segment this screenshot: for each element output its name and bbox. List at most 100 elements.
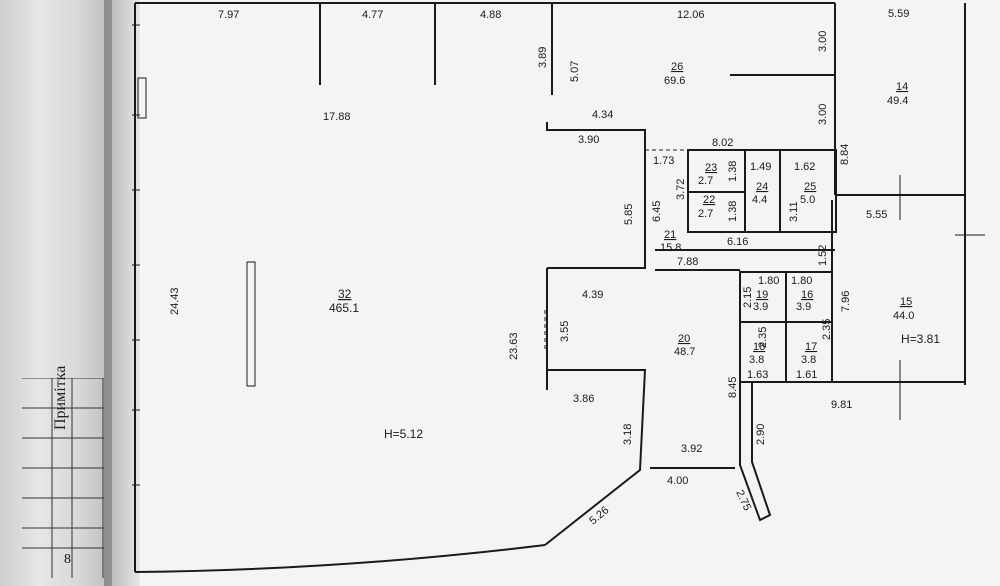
dim-3-55: 3.55 xyxy=(559,321,571,342)
room-17: 17 3.8 xyxy=(801,341,817,366)
room-area: 4.4 xyxy=(752,194,767,206)
dim-1-38-bottom: 1.38 xyxy=(727,201,739,222)
room-16: 16 3.9 xyxy=(796,289,813,313)
dim-1-38-top: 1.38 xyxy=(727,161,739,182)
room-number: 14 xyxy=(896,81,908,93)
dim-5-55: 5.55 xyxy=(866,209,887,221)
dim-1-73: 1.73 xyxy=(653,155,674,167)
ceiling-height-right: H=3.81 xyxy=(901,332,940,346)
room-number: 32 xyxy=(338,287,352,301)
room-area: 465.1 xyxy=(329,301,359,315)
dim-4-77: 4.77 xyxy=(362,9,383,21)
dim-5-07: 5.07 xyxy=(569,61,581,82)
stamp-table-grid xyxy=(22,377,104,578)
dim-2-90: 2.90 xyxy=(755,424,767,445)
dim-8-02: 8.02 xyxy=(712,137,733,149)
room-area: 44.0 xyxy=(893,310,914,322)
room-number: 16 xyxy=(801,289,813,301)
dim-1-63: 1.63 xyxy=(747,369,768,381)
dim-6-45: 6.45 xyxy=(651,201,663,222)
room-number: 19 xyxy=(756,289,768,301)
room-number: 15 xyxy=(900,296,912,308)
window-marks xyxy=(132,24,688,486)
room-15: 15 44.0 xyxy=(893,296,914,322)
dim-3-00-top: 3.00 xyxy=(817,31,829,52)
room-area: 15.8 xyxy=(660,242,681,254)
room-25: 25 5.0 xyxy=(800,181,816,206)
room-21: 21 15.8 xyxy=(660,229,681,254)
dim-2-15: 2.15 xyxy=(742,287,754,308)
room-area: 3.8 xyxy=(749,354,764,366)
room-26: 26 69.6 xyxy=(664,61,685,87)
dim-12-06: 12.06 xyxy=(677,9,705,21)
dim-1-61: 1.61 xyxy=(796,369,817,381)
room-19: 19 3.9 xyxy=(753,289,768,313)
dim-3-00-bottom: 3.00 xyxy=(817,104,829,125)
dim-6-16: 6.16 xyxy=(727,236,748,248)
room-number: 21 xyxy=(664,229,676,241)
dim-1-49: 1.49 xyxy=(750,161,771,173)
room-number: 23 xyxy=(705,162,717,174)
room-number: 25 xyxy=(804,181,816,193)
dim-3-72: 3.72 xyxy=(675,179,687,200)
room-number: 22 xyxy=(703,194,715,206)
room-number: 17 xyxy=(805,341,817,353)
dim-2-35-right: 2.35 xyxy=(821,319,833,340)
dim-7-88: 7.88 xyxy=(677,256,698,268)
room-number: 20 xyxy=(678,333,690,345)
dim-5-59: 5.59 xyxy=(888,8,909,20)
dim-3-92: 3.92 xyxy=(681,443,702,455)
dim-4-88: 4.88 xyxy=(480,9,501,21)
room-area: 49.4 xyxy=(887,95,908,107)
dim-23-63: 23.63 xyxy=(508,332,520,360)
dim-3-18: 3.18 xyxy=(622,424,634,445)
stamp-table xyxy=(22,377,104,578)
room-22: 22 2.7 xyxy=(698,194,715,220)
stamp-page-number: 8 xyxy=(64,552,71,567)
room-area: 3.8 xyxy=(801,354,816,366)
dim-8-84: 8.84 xyxy=(839,144,851,165)
dim-8-45: 8.45 xyxy=(727,377,739,398)
dim-1-80-right: 1.80 xyxy=(791,275,812,287)
dim-7-96: 7.96 xyxy=(840,291,852,312)
dim-4-34: 4.34 xyxy=(592,109,613,121)
walls xyxy=(134,2,966,573)
room-area: 2.7 xyxy=(698,175,713,187)
dim-9-81: 9.81 xyxy=(831,399,852,411)
dim-2-35-left: 2.35 xyxy=(757,327,769,348)
dim-1-62: 1.62 xyxy=(794,161,815,173)
dim-4-00: 4.00 xyxy=(667,475,688,487)
room-area: 2.7 xyxy=(698,208,713,220)
dim-1-80-left: 1.80 xyxy=(758,275,779,287)
room-32: 32 465.1 xyxy=(329,287,359,315)
dim-3-89: 3.89 xyxy=(537,47,549,68)
room-area: 3.9 xyxy=(796,301,811,313)
room-number: 18 xyxy=(753,341,765,353)
room-number: 24 xyxy=(756,181,768,193)
axis-marks xyxy=(899,175,985,420)
dim-4-39: 4.39 xyxy=(582,289,603,301)
dim-5-85: 5.85 xyxy=(623,204,635,225)
dim-7-97: 7.97 xyxy=(218,9,239,21)
room-23: 23 2.7 xyxy=(698,162,717,187)
room-area: 3.9 xyxy=(753,301,768,313)
room-area: 48.7 xyxy=(674,346,695,358)
room-20: 20 48.7 xyxy=(674,333,695,358)
binding-margin xyxy=(0,0,112,586)
dim-3-11: 3.11 xyxy=(788,201,800,222)
room-14: 14 49.4 xyxy=(887,81,908,107)
dim-24-43: 24.43 xyxy=(169,287,181,315)
room-area: 5.0 xyxy=(800,194,815,206)
dim-3-90: 3.90 xyxy=(578,134,599,146)
room-area: 69.6 xyxy=(664,75,685,87)
room-18: 18 3.8 xyxy=(749,341,765,366)
binding-shadow xyxy=(104,0,140,586)
dim-3-86: 3.86 xyxy=(573,393,594,405)
dim-1-52: 1.52 xyxy=(817,245,829,266)
room-number: 26 xyxy=(671,61,683,73)
ceiling-height-main: H=5.12 xyxy=(384,427,423,441)
dim-17-88: 17.88 xyxy=(323,111,351,123)
room-24: 24 4.4 xyxy=(752,181,768,206)
